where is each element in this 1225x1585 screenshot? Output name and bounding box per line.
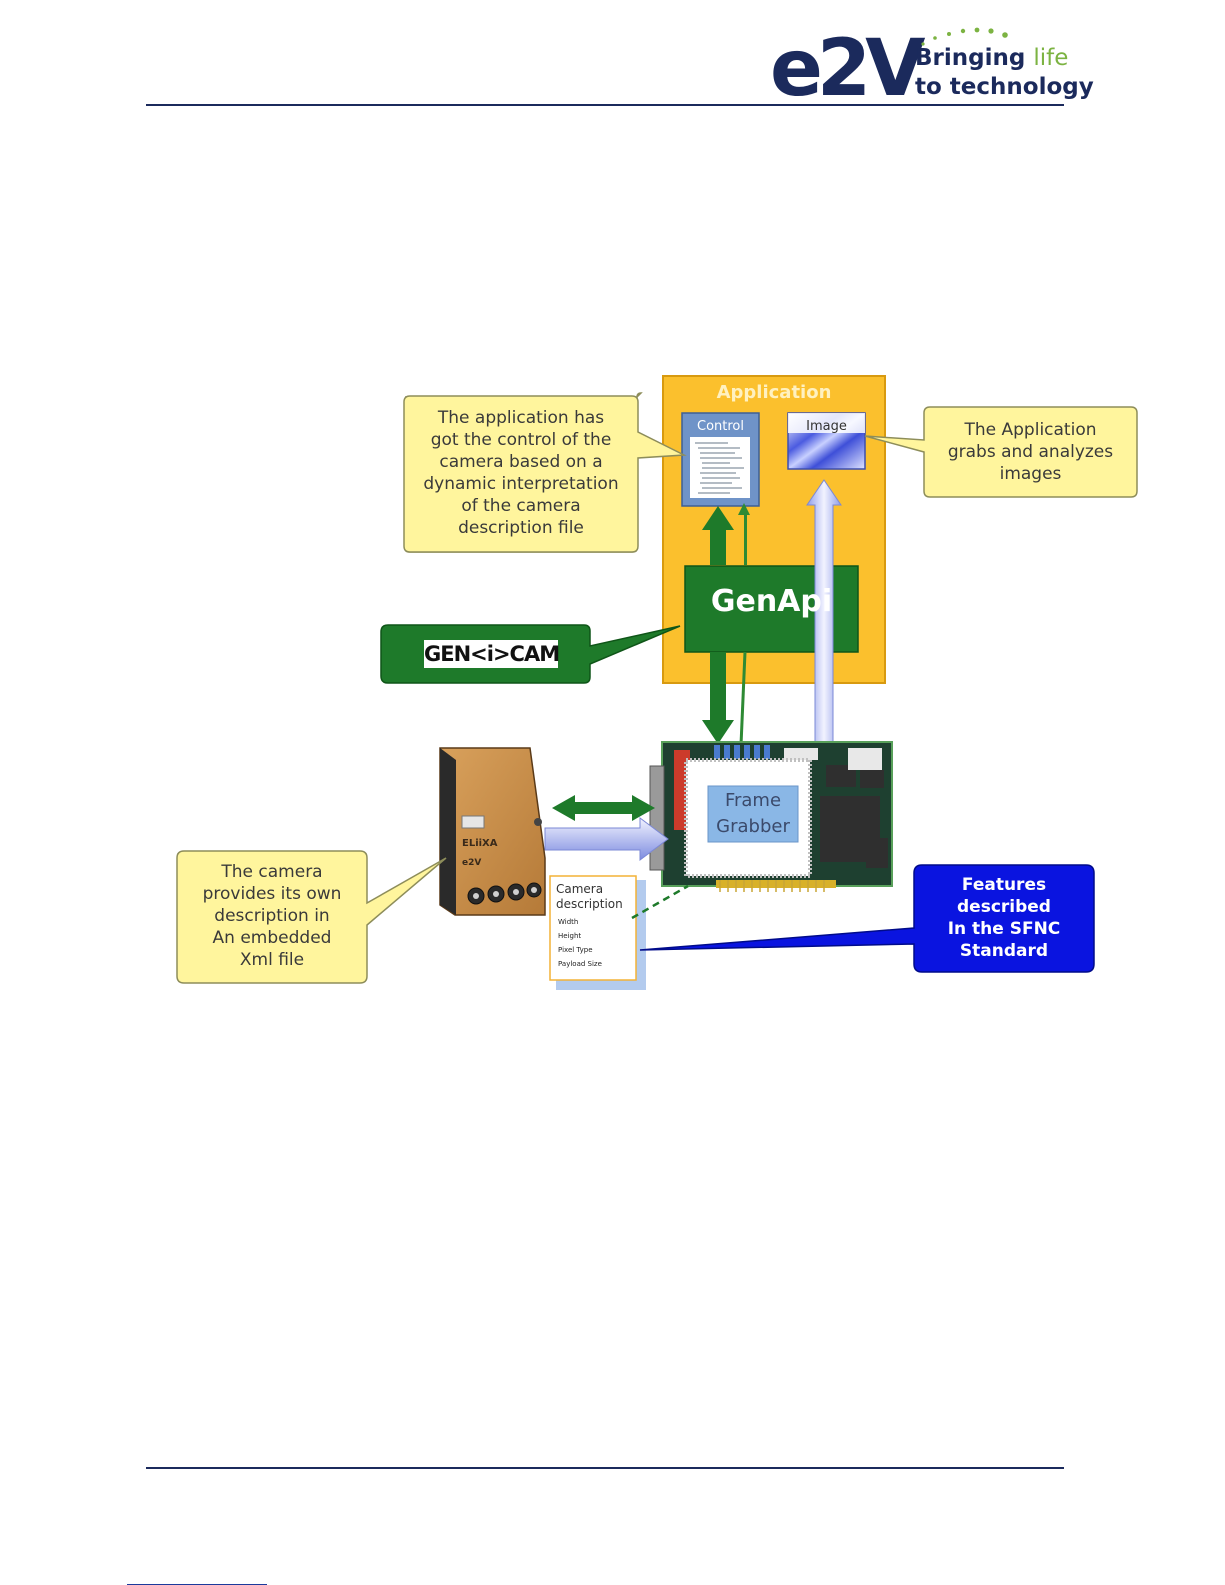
callout-grabs-line: The Application <box>964 420 1097 440</box>
callout-application-line: The application has <box>437 408 605 428</box>
control-label: Control <box>697 419 744 434</box>
frame-grabber-line: Frame <box>724 790 782 811</box>
pci-pins <box>719 880 825 892</box>
callout-sfnc <box>639 864 1095 973</box>
callout-application-grabs <box>864 406 1138 498</box>
callout-camera-line: An embedded <box>212 928 332 948</box>
callout-application-line: dynamic interpretation <box>423 474 619 494</box>
callout-camera-line: Xml file <box>239 950 305 970</box>
camera-description-title-line: Camera <box>556 882 604 896</box>
callout-camera-text: The camera provides its own description … <box>177 861 367 971</box>
board-bracket <box>649 765 665 871</box>
camera-description-doc <box>549 875 637 981</box>
frame-grabber-label-box <box>707 785 799 843</box>
camera-description-item: Pixel Type <box>558 946 593 954</box>
callout-application-text: The application has got the control of t… <box>405 407 637 539</box>
camera-description-item: Payload Size <box>558 960 602 968</box>
logo-dots-icon <box>921 27 1008 46</box>
callout-sfnc-line: Standard <box>959 941 1049 961</box>
camera-description-item: Height <box>558 932 582 940</box>
callout-camera-xml <box>176 850 447 984</box>
callout-application-line: of the camera <box>461 496 581 516</box>
tagline-line2: to technology <box>915 74 1094 100</box>
image-up-arrow <box>806 479 842 761</box>
board-blue-components <box>714 745 770 759</box>
footer-rule <box>146 1467 1064 1469</box>
camera-side <box>440 748 456 915</box>
frame-grabber-label: Frame Grabber <box>708 788 798 840</box>
callout-sfnc-text: Features described In the SFNC Standard <box>914 874 1094 962</box>
camera-description-title: Camera description <box>556 882 640 912</box>
genicam-logo: GEN<i>CAM <box>424 640 560 668</box>
callout-camera-line: description in <box>214 906 330 926</box>
board-chips <box>820 765 888 868</box>
callout-application-line: got the control of the <box>430 430 612 450</box>
callout-grabs-text: The Application grabs and analyzes image… <box>924 419 1137 485</box>
camera-image-arrow <box>544 817 669 861</box>
callout-application-line: description file <box>458 518 584 538</box>
callout-application-line: camera based on a <box>439 452 603 472</box>
application-title: Application <box>716 382 832 403</box>
camera-description-title-line: description <box>556 897 623 911</box>
genapi-label: GenApi <box>710 584 833 619</box>
callout-camera-line: provides its own <box>202 884 342 904</box>
callout-camera-line: The camera <box>221 862 323 882</box>
callout-sfnc-line: described <box>957 897 1051 917</box>
callout-sfnc-line: Features <box>961 875 1047 895</box>
frame-grabber-line: Grabber <box>716 816 790 837</box>
callout-sfnc-line: In the SFNC <box>947 919 1061 939</box>
callout-grabs-line: grabs and analyzes <box>947 442 1114 462</box>
header-rule <box>146 104 1064 106</box>
genapi-down-arrow <box>702 652 734 744</box>
e2v-logo: e2V <box>770 24 926 114</box>
thin-up-arrow <box>738 503 750 565</box>
genapi-up-arrow <box>702 506 734 565</box>
tagline-life-word: life <box>1033 45 1069 71</box>
callout-grabs-line: images <box>999 464 1062 484</box>
control-tree-lines <box>695 442 744 494</box>
tagline-line1: Bringing life <box>915 45 1069 71</box>
camera-description-item: Width <box>558 918 579 926</box>
camera-brand-label: ELiiXA <box>462 838 498 849</box>
camera-maker-label: e2V <box>462 858 482 868</box>
image-label: Image <box>806 419 847 434</box>
camera-grabber-bidirectional-arrow <box>552 795 655 821</box>
